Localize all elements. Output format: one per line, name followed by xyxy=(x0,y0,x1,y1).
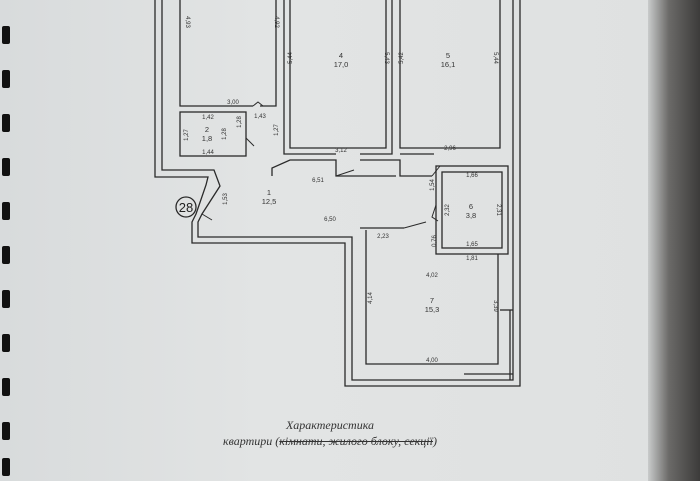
dimension-labels-vertical: 4,93 4,92 5,44 5,43 5,42 5,44 1,27 1,28 … xyxy=(184,16,501,312)
caption-title: Характеристика xyxy=(285,418,375,432)
caption-subtitle-end: ) xyxy=(432,434,437,448)
room-2-number: 2 xyxy=(205,125,209,134)
binder-ring xyxy=(2,422,10,440)
dimension: 1,81 xyxy=(466,256,478,262)
caption-subtitle: квартири (кімнати, жилого блоку, секції) xyxy=(180,434,480,449)
dimension: 6,51 xyxy=(312,178,324,184)
room-1-area: 12,5 xyxy=(262,197,277,206)
dimension: 1,44 xyxy=(202,150,214,156)
dimension: 1,53 xyxy=(223,193,229,205)
room-4-area: 17,0 xyxy=(334,60,349,69)
dimension: 1,28 xyxy=(237,116,243,128)
dimension: 1,65 xyxy=(466,242,478,248)
plan-sheet xyxy=(0,0,660,481)
dimension: 2,31 xyxy=(495,204,501,216)
dimension: 3,00 xyxy=(227,100,239,106)
dimension: 1,43 xyxy=(254,114,266,120)
dimension: 1,54 xyxy=(430,179,436,191)
dimension: 4,14 xyxy=(368,292,374,304)
binder-ring xyxy=(2,26,10,44)
apartment-number: 28 xyxy=(179,200,193,215)
dimension: 1,28 xyxy=(222,128,228,140)
room-6-area: 3,8 xyxy=(466,211,476,220)
dimension: 6,50 xyxy=(324,217,336,223)
dimension: 4,02 xyxy=(426,273,438,279)
floor-plan: 28 2 1,8 4 17,0 5 16,1 1 12,5 6 3,8 7 15… xyxy=(154,0,521,387)
dimension: 3,39 xyxy=(492,300,498,312)
dimension: 0,76 xyxy=(432,235,438,247)
dimension: 1,42 xyxy=(202,115,214,121)
apartment-number-circle xyxy=(175,196,197,218)
dimension: 4,93 xyxy=(184,16,190,28)
dimension: 1,27 xyxy=(184,129,190,141)
dimension: 3,12 xyxy=(335,148,347,154)
binder-ring xyxy=(2,334,10,352)
binder-ring xyxy=(2,202,10,220)
room-5-area: 16,1 xyxy=(441,60,456,69)
dimension: 5,42 xyxy=(399,52,405,64)
dimension: 1,66 xyxy=(466,173,478,179)
room-4-number: 4 xyxy=(339,51,343,60)
dimension: 2,32 xyxy=(445,204,451,216)
room-2-area: 1,8 xyxy=(202,134,212,143)
dimension: 4,00 xyxy=(426,358,438,364)
dimension: 2,96 xyxy=(444,146,456,152)
caption-subtitle-struck: кімнати, жилого блоку, секції xyxy=(279,434,433,448)
binder-ring xyxy=(2,378,10,396)
room-7-number: 7 xyxy=(430,296,434,305)
binder-ring xyxy=(2,246,10,264)
dimension: 4,92 xyxy=(273,16,279,28)
binder-ring xyxy=(2,70,10,88)
binder-ring xyxy=(2,290,10,308)
binder-ring xyxy=(2,458,10,476)
caption-subtitle-text: квартири ( xyxy=(223,434,280,448)
room-7-area: 15,3 xyxy=(425,305,440,314)
dimension: 1,27 xyxy=(274,124,280,136)
dimension: 5,44 xyxy=(492,52,498,64)
dimension: 5,43 xyxy=(383,52,389,64)
dimension: 5,44 xyxy=(288,52,294,64)
binder-ring xyxy=(2,114,10,132)
dimension-labels: 3,00 1,42 1,44 1,43 3,12 2,96 6,51 1,66 … xyxy=(202,100,478,364)
doors xyxy=(201,101,441,229)
dimension: 2,23 xyxy=(377,234,389,240)
binder-rings xyxy=(0,0,14,481)
room-1-number: 1 xyxy=(267,188,271,197)
page-edge-shadow xyxy=(648,0,700,481)
room-5-number: 5 xyxy=(446,51,450,60)
room-labels: 2 1,8 4 17,0 5 16,1 1 12,5 6 3,8 7 15,3 xyxy=(202,51,476,314)
room-6-number: 6 xyxy=(469,202,473,211)
walls xyxy=(154,0,521,387)
binder-ring xyxy=(2,158,10,176)
